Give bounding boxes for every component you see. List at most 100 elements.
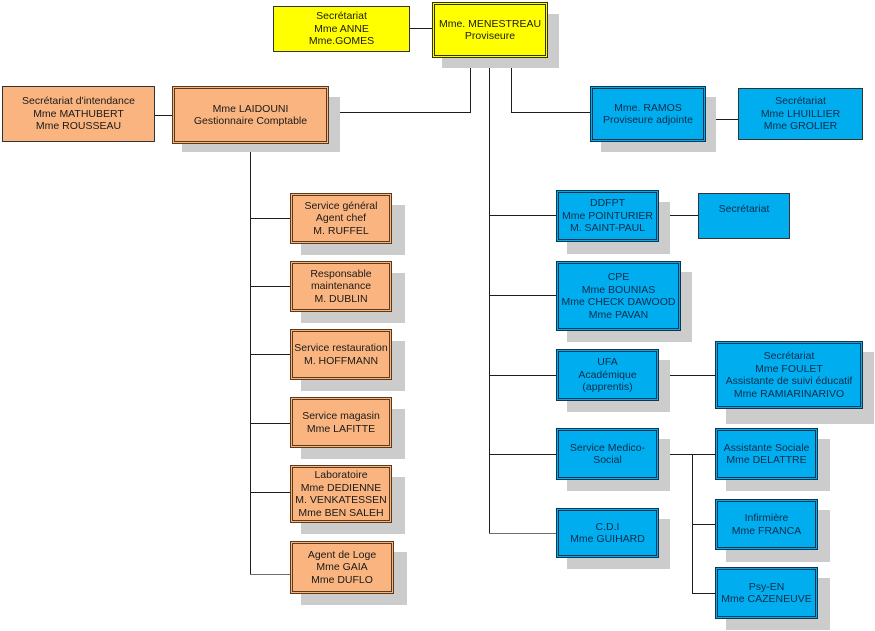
node-label-line: Secrétariat (763, 350, 815, 362)
node-label-line: Mme POINTURIER (561, 209, 653, 222)
node-label-line: DDFPT (590, 197, 625, 210)
node-label-line: Mme PAVAN (588, 308, 649, 321)
node-label-line: Mme LAIDOUNI (212, 102, 289, 115)
node-label-line: Mme BOUNIAS (581, 283, 656, 296)
connector-ufa-secretariat (658, 375, 715, 376)
node-label-line: Mme GUIHARD (570, 533, 645, 545)
connector-maintenance (250, 286, 290, 287)
gestion-trunk (250, 143, 251, 575)
connector-adjointe-secretariat (705, 119, 738, 120)
node-label-line: Mme GAIA (316, 561, 368, 574)
node-label-line: Service magasin (302, 410, 380, 422)
connector-magasin (250, 423, 290, 424)
connector-medico-h (658, 454, 715, 455)
node-label-line: Secrétariat (718, 203, 770, 215)
node-label-line: Mme BEN SALEH (298, 506, 384, 519)
node-label-line: Mme RAMIARINARIVO (733, 387, 845, 400)
node-label-line: Infirmière (744, 512, 789, 524)
node-label-line: Secrétariat d'intendance (22, 95, 135, 108)
node-label-line: Gestionnaire Comptable (193, 115, 308, 127)
node-label-line: Mme GROLIER (763, 120, 838, 133)
node-label-line: C.D.I (595, 520, 620, 533)
connector-ddfpt (489, 215, 556, 216)
connector-laboratoire (250, 492, 290, 493)
connector-proviseure-gestionnaire-h (328, 112, 471, 113)
node-label-line: (apprentis) (582, 381, 633, 394)
node-label-line: Responsable (310, 267, 372, 280)
node-label-line: Mme DELATTRE (726, 454, 807, 466)
connector-cpe (489, 295, 556, 296)
node-label-line: Mme ROUSSEAU (35, 120, 122, 133)
node-label-line: M. SAINT-PAUL (569, 222, 646, 235)
node-label-line: Mme FOULET (755, 362, 823, 375)
connector-psy (692, 593, 715, 594)
node-label-line: M. RUFFEL (313, 224, 369, 237)
node-label-line: Mme. MENESTREAU (438, 17, 542, 30)
node-label-line: Mme MATHUBERT (33, 107, 124, 120)
main-trunk (489, 58, 490, 534)
connector-infirmiere (692, 524, 715, 525)
node-label-line: Laboratoire (314, 469, 368, 481)
node-label-line: Secrétariat (775, 95, 826, 108)
connector-proviseure-adjointe-v (511, 58, 512, 113)
node-label-line: Psy-EN (748, 580, 785, 593)
node-label-line: Mme LAFITTE (306, 422, 376, 435)
node-label-line: Service restauration (294, 342, 388, 354)
node-label-line: UFA (597, 356, 618, 369)
node-label-line: Mme FRANCA (731, 524, 802, 537)
connector-service-general (250, 218, 290, 219)
node-label-line: Assistante Sociale (723, 441, 810, 454)
node-label-line: Mme CAZENEUVE (721, 593, 812, 605)
node-label-line: Assistante de suivi éducatif (725, 375, 853, 387)
node-label-line: Proviseure (464, 30, 516, 42)
node-label-line: M. DUBLIN (314, 292, 368, 305)
node-label-line: Agent de Loge (307, 548, 377, 561)
connector-loge (250, 574, 290, 575)
node-label-line: Secrétariat (316, 10, 367, 23)
node-label-line: Mme ANNE (314, 22, 369, 35)
node-label-line: Mme LHUILLIER (760, 107, 841, 120)
connector-cdi (489, 533, 556, 534)
connector-ddfpt-secretariat (658, 215, 698, 216)
node-label-line: Mme. RAMOS (614, 101, 682, 114)
connector-restauration (250, 354, 290, 355)
node-medico-social: Service Medico-Social (556, 428, 659, 480)
node-label-line: M. VENKATESSEN (295, 494, 387, 506)
node-label-line: Mme.GOMES (308, 35, 375, 48)
node-label-line: Mme CHECK DAWOOD (561, 296, 676, 308)
node-label-line: Social (593, 454, 622, 466)
node-label-line: Service Medico- (569, 441, 646, 454)
node-label-line: Proviseure adjointe (603, 114, 693, 126)
node-label-line: Mme DEDIENNE (300, 481, 382, 494)
node-label-line: M. HOFFMANN (303, 354, 379, 367)
node-label-line: maintenance (310, 280, 372, 293)
connector-medico (489, 454, 556, 455)
connector-proviseure-secretariat (409, 28, 433, 29)
connector-ufa (489, 375, 556, 376)
node-label-line: Académique (578, 368, 637, 381)
node-label-line: Mme DUFLO (311, 573, 373, 586)
connector-proviseure-adjointe-h (511, 112, 591, 113)
connector-proviseure-gestionnaire-v (470, 58, 471, 113)
